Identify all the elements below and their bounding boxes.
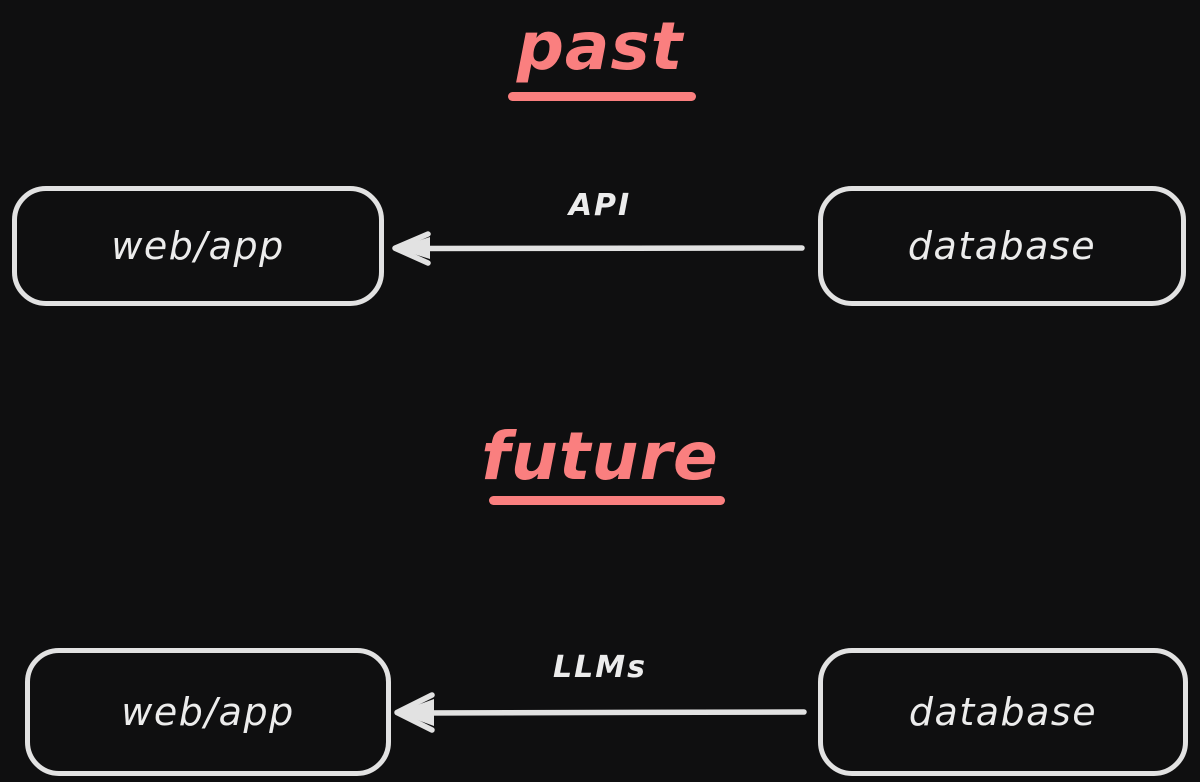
node-database-past[interactable]: database	[818, 186, 1186, 306]
edge-label-api: API	[568, 188, 632, 223]
section-title-past: past	[516, 8, 684, 85]
section-title-future: future	[481, 418, 719, 495]
node-label-database-future: database	[908, 690, 1098, 734]
node-label-database-past: database	[907, 224, 1097, 268]
arrow-database-to-webapp-future	[392, 692, 807, 733]
arrow-database-to-webapp-past	[390, 228, 805, 268]
node-label-webapp-past: web/app	[111, 224, 285, 268]
edge-label-llms: LLMs	[553, 650, 647, 685]
section-title-underline-future	[489, 496, 725, 505]
section-title-underline-past	[508, 92, 696, 101]
node-webapp-future[interactable]: web/app	[25, 648, 391, 776]
node-label-webapp-future: web/app	[121, 690, 295, 734]
node-webapp-past[interactable]: web/app	[12, 186, 384, 306]
node-database-future[interactable]: database	[818, 648, 1188, 776]
